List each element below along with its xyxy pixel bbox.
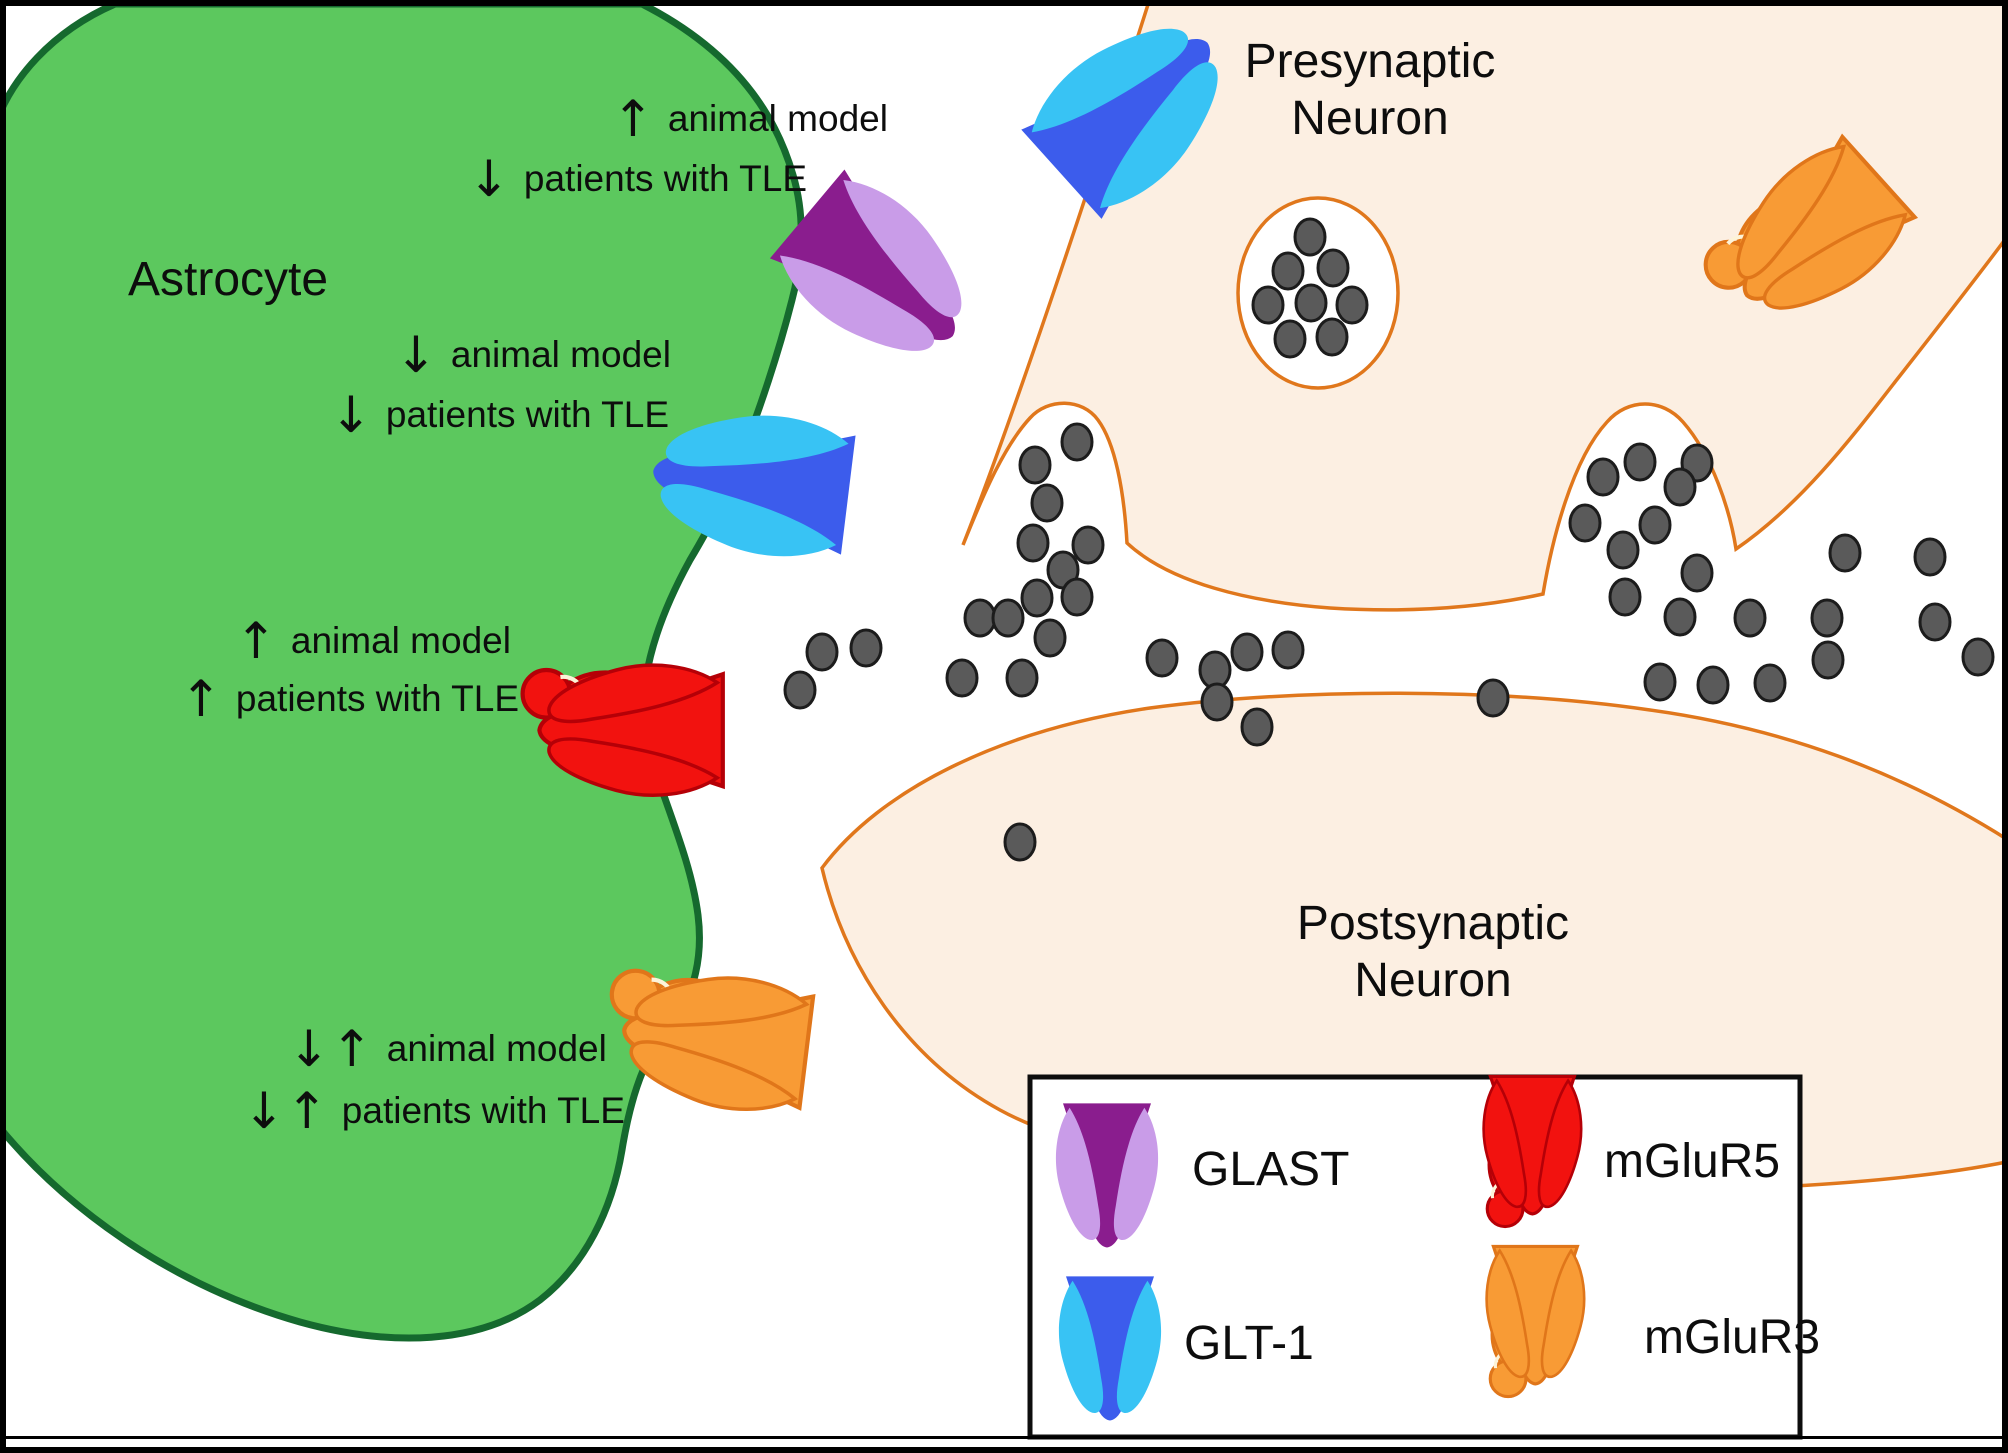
glutamate-dot	[1663, 467, 1697, 507]
glutamate-dot	[1003, 822, 1037, 862]
glutamate-dot	[1623, 442, 1657, 482]
glutamate-dot	[1198, 650, 1232, 690]
glutamate-dot	[1733, 598, 1767, 638]
glutamate-dot	[1200, 682, 1234, 722]
glutamate-dot	[1060, 577, 1094, 617]
glutamate-dot	[1230, 632, 1264, 672]
glutamate-dot	[1293, 217, 1327, 257]
glutamate-dot	[1273, 319, 1307, 359]
glutamate-dot	[1810, 598, 1844, 638]
glutamate-dot	[849, 628, 883, 668]
glutamate-dot	[1638, 505, 1672, 545]
glutamate-dot	[963, 598, 997, 638]
glutamate-dot	[1145, 638, 1179, 678]
glutamate-dot	[1643, 662, 1677, 702]
glutamate-dot	[1315, 317, 1349, 357]
glutamate-dot	[991, 598, 1025, 638]
glutamate-dot	[1060, 422, 1094, 462]
glutamate-dot	[1016, 523, 1050, 563]
glutamate-dot	[1961, 637, 1995, 677]
glutamate-dot	[1696, 665, 1730, 705]
glutamate-dot	[1240, 707, 1274, 747]
glutamate-dots-layer	[783, 217, 1995, 862]
glutamate-dot	[1663, 597, 1697, 637]
glutamate-dot	[1680, 553, 1714, 593]
glutamate-dot	[1018, 445, 1052, 485]
glutamate-dot	[1476, 678, 1510, 718]
presynaptic-neuron-shape	[961, 0, 2008, 612]
glutamate-dot	[1071, 525, 1105, 565]
glutamate-dot	[1828, 533, 1862, 573]
astrocyte-shape	[0, 0, 805, 1342]
glutamate-dot	[1913, 537, 1947, 577]
glutamate-dot	[1020, 578, 1054, 618]
glutamate-dot	[1271, 251, 1305, 291]
glutamate-dot	[945, 658, 979, 698]
glutamate-dot	[805, 632, 839, 672]
glutamate-dot	[1030, 483, 1064, 523]
glutamate-dot	[1608, 577, 1642, 617]
glutamate-dot	[1271, 630, 1305, 670]
glutamate-dot	[1586, 457, 1620, 497]
glutamate-dot	[1811, 640, 1845, 680]
glutamate-dot	[1316, 248, 1350, 288]
glutamate-dot	[1294, 283, 1328, 323]
glutamate-dot	[1335, 285, 1369, 325]
glutamate-dot	[1033, 618, 1067, 658]
glutamate-dot	[1251, 285, 1285, 325]
glutamate-dot	[1005, 658, 1039, 698]
glutamate-dot	[783, 670, 817, 710]
glutamate-dot	[1753, 663, 1787, 703]
glutamate-dot	[1918, 602, 1952, 642]
glutamate-dot	[1606, 530, 1640, 570]
glutamate-dot	[1568, 503, 1602, 543]
